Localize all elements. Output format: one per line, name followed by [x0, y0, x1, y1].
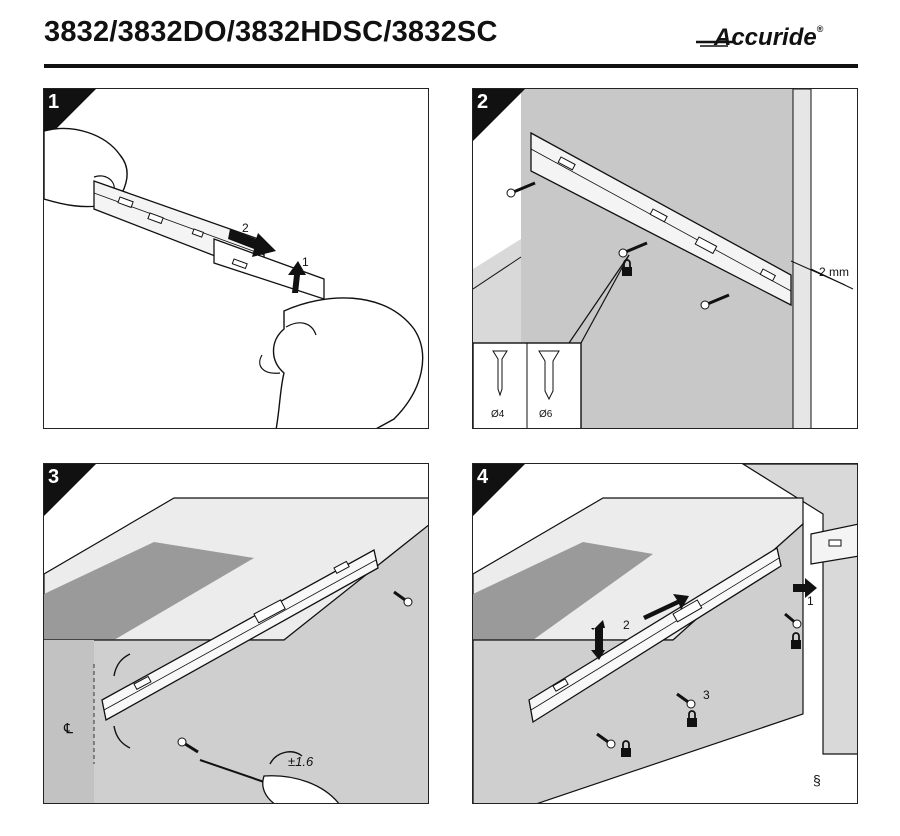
- screw-icon: [596, 732, 616, 749]
- screw-icon: [618, 241, 648, 258]
- screw-icon: [506, 181, 536, 198]
- registered-mark: ®: [816, 24, 824, 34]
- screw-icon: [676, 692, 696, 709]
- step-4-label-1: 1: [807, 594, 814, 608]
- drawer-floor: [473, 542, 653, 640]
- step-1-illustration: [44, 89, 424, 428]
- tilt-up-arrow-icon: [113, 653, 131, 677]
- screw-icon: [700, 293, 730, 310]
- step-1-label-1: 1: [302, 255, 309, 269]
- logo-swoosh-icon: [696, 40, 734, 47]
- vertical-adjust-arrow-icon: [591, 620, 605, 660]
- cabinet-slide-icon: [810, 523, 857, 565]
- drawer-floor: [44, 542, 254, 640]
- push-arrow-icon: [793, 578, 817, 598]
- lock-icon: [687, 710, 697, 727]
- screw-4-icon: [492, 350, 508, 397]
- screw-6-icon: [538, 350, 560, 401]
- lock-icon: [791, 632, 801, 649]
- step-4-panel: 4 2 1 3 §: [472, 463, 858, 804]
- header-rule: [44, 64, 858, 68]
- page-header: 3832/3832DO/3832HDSC/3832SC Accuride®: [0, 0, 900, 70]
- step-4-illustration: [473, 464, 857, 803]
- step-1-panel: 1 2 1: [43, 88, 429, 429]
- right-hand-icon: [272, 297, 424, 428]
- section-symbol: §: [813, 772, 821, 788]
- screw-icon: [177, 737, 199, 754]
- step-1-number: 1: [48, 91, 60, 113]
- step-4-label-3: 3: [703, 688, 710, 702]
- step-2-corner: [473, 89, 525, 141]
- step-3-illustration: [44, 464, 428, 803]
- drawer-side: [473, 522, 804, 803]
- step-1-label-2: 2: [242, 221, 249, 235]
- screw-icon: [393, 590, 413, 607]
- step-2-number: 2: [477, 91, 489, 113]
- drawer-slide-icon: [528, 546, 782, 724]
- accuride-logo: Accuride®: [694, 22, 860, 58]
- screwdriver-icon: [199, 759, 340, 803]
- step-4-number: 4: [477, 466, 489, 488]
- centerline-label: ℄: [64, 720, 73, 736]
- drawer-slide-icon: [530, 131, 792, 307]
- rotate-arrow-icon: [269, 751, 303, 765]
- lock-icon: [621, 740, 631, 757]
- brand-name: Accuride®: [714, 24, 824, 51]
- step-3-corner: [44, 464, 96, 516]
- slide-arrow-icon: [643, 594, 689, 620]
- step-4-corner: [473, 464, 525, 516]
- step-4-label-2: 2: [623, 618, 630, 632]
- screw-4-label: Ø4: [491, 409, 505, 420]
- gap-label: 2 mm: [819, 265, 849, 279]
- pull-arrow-icon: [228, 229, 276, 257]
- tilt-down-arrow-icon: [113, 725, 131, 749]
- drawer-slide-icon: [101, 549, 379, 722]
- screw-6-label: Ø6: [539, 409, 553, 420]
- step-3-panel: 3 ±1.6 ℄: [43, 463, 429, 804]
- screw-icon: [784, 612, 802, 629]
- page-title: 3832/3832DO/3832HDSC/3832SC: [44, 16, 498, 48]
- lift-arrow-icon: [288, 261, 306, 293]
- step-2-illustration: [473, 89, 854, 428]
- drawer-slide-icon: [93, 180, 325, 300]
- step-3-number: 3: [48, 466, 60, 488]
- tolerance-label: ±1.6: [288, 754, 314, 769]
- step-2-panel: 2 2 mm Ø4 Ø6: [472, 88, 858, 429]
